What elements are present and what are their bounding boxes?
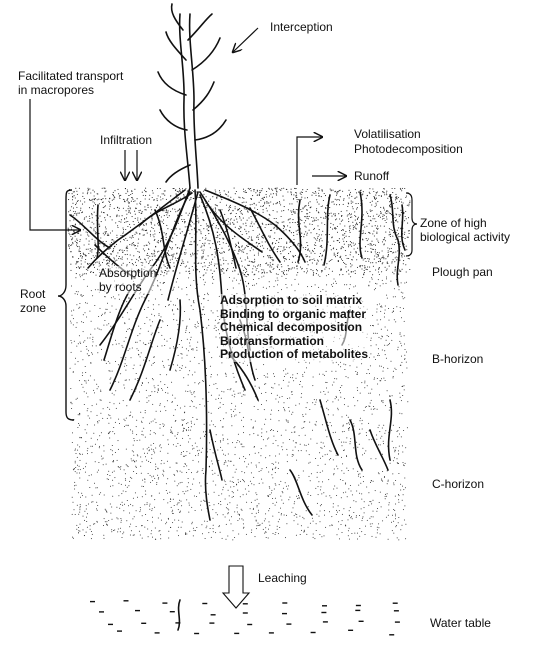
- facilitated-transport-label: Facilitated transport in macropores: [18, 69, 123, 97]
- interception-label: Interception: [270, 20, 333, 34]
- absorption-roots-line-2: by roots: [99, 280, 156, 294]
- soil-processes-list: Adsorption to soil matrix Binding to org…: [220, 294, 368, 362]
- water-table-label: Water table: [430, 616, 491, 630]
- photodecomposition-label: Photodecomposition: [354, 142, 463, 156]
- interception-arrow: [233, 28, 258, 52]
- plant-roots: [70, 188, 405, 630]
- water-table-dashes: [90, 601, 400, 635]
- soil-process-item: Binding to organic matter: [220, 308, 368, 322]
- root-zone-brace: [58, 190, 74, 420]
- volatilisation-label: Volatilisation: [354, 127, 421, 141]
- soil-process-item: Biotransformation: [220, 335, 368, 349]
- soil-profile-stipple: [68, 188, 411, 541]
- runoff-label: Runoff: [354, 169, 389, 183]
- soil-process-item: Adsorption to soil matrix: [220, 294, 368, 308]
- root-zone-label: Root zone: [20, 287, 46, 315]
- plough-pan-label: Plough pan: [432, 265, 493, 279]
- facilitated-transport-line-2: in macropores: [18, 83, 123, 97]
- facilitated-transport-line-1: Facilitated transport: [18, 69, 123, 83]
- zone-high-activity-line-1: Zone of high: [420, 216, 510, 230]
- facilitated-transport-line: [30, 99, 80, 230]
- b-horizon-label: B-horizon: [432, 352, 483, 366]
- absorption-roots-label: Absorption by roots: [99, 266, 156, 294]
- root-zone-line-1: Root: [20, 287, 46, 301]
- c-horizon-label: C-horizon: [432, 477, 484, 491]
- soil-process-item: Chemical decomposition: [220, 321, 368, 335]
- zone-high-activity-label: Zone of high biological activity: [420, 216, 510, 244]
- root-zone-line-2: zone: [20, 301, 46, 315]
- absorption-roots-line-1: Absorption: [99, 266, 156, 280]
- leaching-arrow: [223, 566, 249, 608]
- volatilisation-arrow: [297, 137, 322, 185]
- biological-zone-brace: [406, 193, 417, 256]
- plant-stem: [158, 4, 226, 188]
- leaching-label: Leaching: [258, 571, 307, 585]
- zone-high-activity-line-2: biological activity: [420, 230, 510, 244]
- soil-process-item: Production of metabolites: [220, 348, 368, 362]
- infiltration-label: Infiltration: [100, 133, 152, 147]
